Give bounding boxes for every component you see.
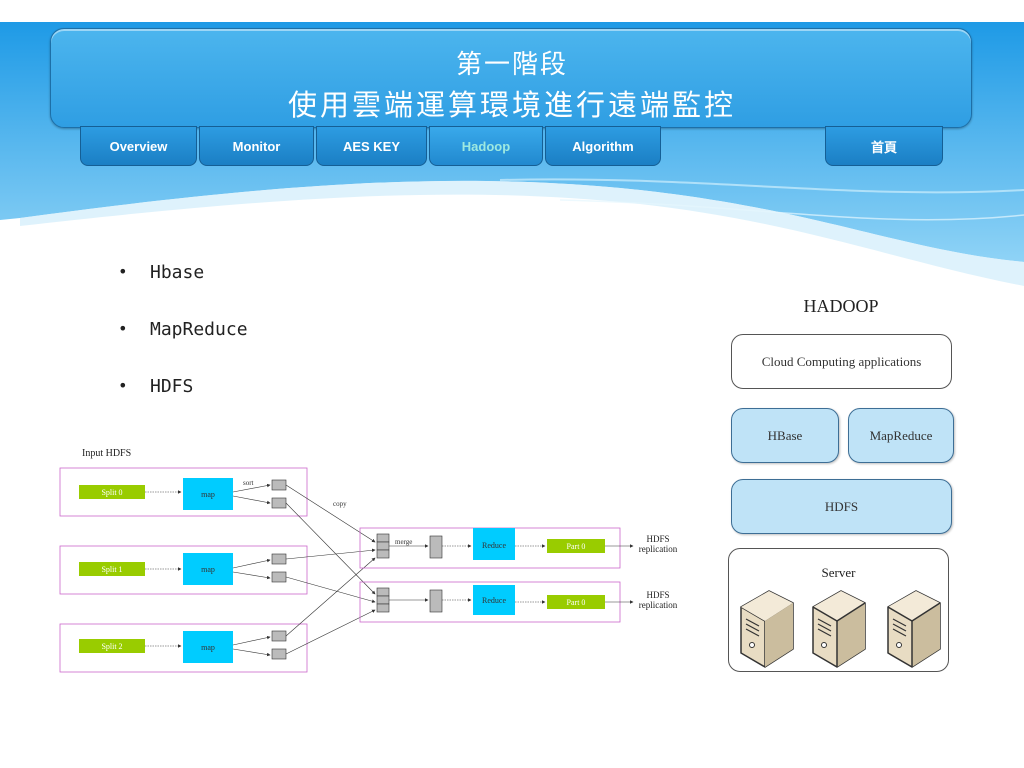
list-item: •MapReduce [118, 319, 248, 340]
tab-algorithm[interactable]: Algorithm [545, 126, 661, 166]
part-box [547, 539, 605, 553]
title-banner [50, 28, 972, 128]
split-box [79, 485, 145, 499]
map-task-box [59, 623, 308, 673]
svg-text:map: map [201, 490, 215, 499]
svg-text:Reduce: Reduce [482, 596, 506, 605]
svg-text:replication: replication [639, 600, 678, 610]
list-item: •HDFS [118, 376, 194, 397]
map-task-box [59, 545, 308, 595]
split-label: Split 1 [101, 565, 122, 574]
split-box [79, 562, 145, 576]
page-title-line1: 第一階段 [455, 50, 568, 80]
mapreduce-layer: MapReduce [848, 408, 954, 463]
bullet-hdfs: HDFS [150, 376, 194, 397]
hadoop-stack-title: HADOOP [803, 296, 879, 316]
hbase-layer: HBase [731, 408, 839, 463]
svg-text:map: map [201, 643, 215, 652]
server-label: Server [821, 565, 856, 580]
hdfs-layer: HDFS [731, 479, 952, 534]
tab-monitor[interactable]: Monitor [199, 126, 314, 166]
svg-text:map: map [201, 565, 215, 574]
map-task-box [59, 467, 308, 517]
svg-text:Part 0: Part 0 [567, 598, 586, 607]
input-hdfs-label: Input HDFS [82, 448, 131, 459]
page-title-line2: 使用雲端運算環境進行遠端監控 [287, 88, 736, 122]
svg-text:Reduce: Reduce [482, 541, 506, 550]
merge-label: merge [395, 538, 412, 546]
sort-label: sort [243, 479, 254, 487]
split-label: Split 2 [101, 642, 122, 651]
server-layer: Server [728, 548, 949, 672]
svg-text:Part 0: Part 0 [567, 542, 586, 551]
part-box [547, 595, 605, 609]
split-label: Split 0 [101, 488, 122, 497]
server-icon [887, 590, 941, 668]
bullet-mapreduce: MapReduce [150, 319, 248, 340]
bullet-hbase: Hbase [150, 262, 205, 283]
svg-text:replication: replication [639, 544, 678, 554]
copy-label: copy [333, 500, 347, 508]
svg-text:HDFS: HDFS [646, 590, 669, 600]
tab-overview[interactable]: Overview [80, 126, 197, 166]
server-icon [740, 590, 794, 668]
split-box [79, 639, 145, 653]
home-button[interactable]: 首頁 [825, 126, 943, 166]
bullet-list: •Hbase •MapReduce •HDFS [118, 262, 248, 433]
svg-text:HDFS: HDFS [646, 534, 669, 544]
map-box [183, 631, 233, 663]
tab-aes-key[interactable]: AES KEY [316, 126, 427, 166]
list-item: •Hbase [118, 262, 205, 283]
reduce-box [473, 585, 515, 615]
map-box [183, 478, 233, 510]
tab-hadoop[interactable]: Hadoop [429, 126, 543, 166]
cloud-apps-layer: Cloud Computing applications [731, 334, 952, 389]
server-icon [812, 590, 866, 668]
mapreduce-diagram: Input HDFS Split 0 map sort copy Split 1… [59, 448, 678, 673]
map-box [183, 553, 233, 585]
reduce-box [473, 528, 515, 560]
